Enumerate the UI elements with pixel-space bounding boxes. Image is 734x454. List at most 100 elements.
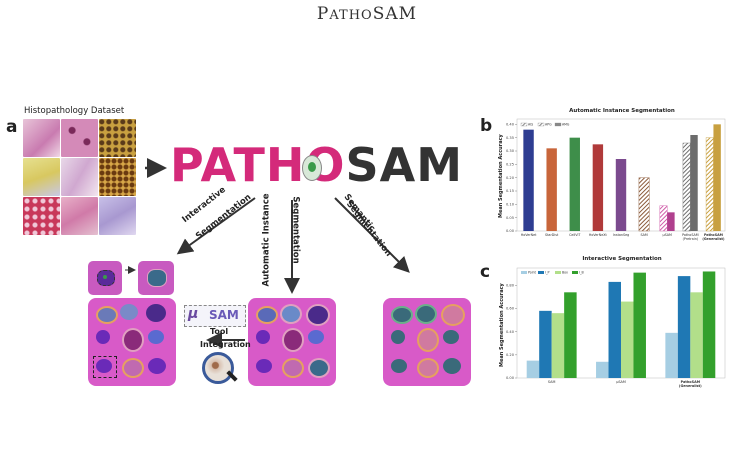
dataset-thumbnails: [23, 119, 136, 235]
bar: [615, 159, 627, 231]
label-automatic-1: Automatic Instance: [261, 193, 272, 287]
semantic-segmentation-tile: [383, 298, 471, 386]
legend-label: I_B: [579, 271, 584, 275]
y-tick-label: 0.40: [506, 330, 515, 334]
y-tick-label: 0.35: [506, 136, 514, 140]
legend-label: Box: [562, 271, 568, 275]
bar: [665, 332, 678, 378]
y-tick-label: 0.40: [506, 123, 515, 127]
legend-swatch: [555, 271, 561, 274]
interactive-prompt-tile: [88, 261, 122, 295]
x-tick-label: PathoSAM: [704, 233, 723, 237]
tissue-thumbnail: [99, 119, 136, 157]
arrow-interactive: [176, 197, 256, 255]
bar: [677, 276, 691, 378]
y-tick-label: 0.15: [506, 189, 514, 193]
bar: [702, 271, 716, 378]
bar: [690, 135, 698, 231]
x-tick-label: PathoSAM: [681, 380, 701, 384]
y-tick-label: 0.25: [506, 163, 514, 167]
x-tick-label: HoVerNeXt: [589, 233, 608, 237]
automatic-segmentation-tile: [248, 298, 336, 386]
x-tick-label: HoVerNet: [521, 233, 537, 237]
y-tick-label: 0.20: [506, 353, 515, 357]
bar: [682, 142, 691, 232]
mu-icon: μ: [188, 306, 199, 322]
logo-cell-icon: [302, 155, 322, 181]
x-tick-label: StarDist: [545, 233, 559, 237]
legend-label: AMG: [562, 123, 570, 127]
microsam-logo-box: μ SAM: [184, 305, 246, 327]
panel-a-label: a: [6, 117, 18, 137]
panel-b-label: b: [480, 116, 493, 136]
arrow-semantic: [334, 197, 410, 273]
y-tick-label: 0.00: [506, 229, 515, 233]
y-tick-label: 0.30: [506, 149, 515, 153]
tissue-thumbnail: [23, 197, 60, 235]
legend-swatch: [521, 271, 527, 274]
tissue-thumbnail: [23, 158, 60, 196]
legend-label: I_P: [545, 271, 550, 275]
bar: [667, 212, 675, 231]
bar: [551, 313, 565, 378]
y-tick-label: 0.20: [506, 176, 515, 180]
tissue-thumbnail: [23, 119, 60, 157]
x-tick-label: PathoSAM: [682, 233, 699, 237]
tissue-thumbnail: [99, 197, 136, 235]
bar: [713, 124, 721, 231]
y-tick-label: 0.60: [506, 307, 515, 311]
interactive-segmentation-tile: [88, 298, 176, 386]
tissue-thumbnail: [61, 119, 98, 157]
integration-label: Integration: [200, 340, 251, 349]
dataset-label: Histopathology Dataset: [24, 106, 125, 116]
magnifier-icon: [202, 352, 234, 384]
chart-c-title: Interactive Segmentation: [582, 256, 662, 262]
bar: [705, 137, 714, 232]
legend-swatch: [537, 122, 545, 127]
tissue-thumbnail: [61, 197, 98, 235]
bar: [564, 292, 577, 378]
bar: [596, 361, 609, 378]
legend-label: APG: [545, 123, 552, 127]
bar: [608, 281, 621, 378]
page-title: PATHOSAM: [316, 4, 418, 24]
y-tick-label: 0.05: [506, 216, 514, 220]
x-tick-label: μSAM: [663, 233, 673, 237]
y-tick-label: 0.00: [506, 376, 515, 380]
bar: [633, 272, 646, 378]
x-tick-label: CellViT: [569, 233, 581, 237]
legend-swatch: [572, 271, 578, 274]
legend-swatch: [538, 271, 544, 274]
y-tick-label: 0.10: [506, 203, 515, 207]
legend-swatch: [554, 122, 562, 127]
bar: [523, 129, 534, 231]
bar: [539, 310, 552, 378]
x-tick-label: SAM: [548, 380, 556, 384]
label-automatic-2: Segmentation: [290, 196, 301, 264]
bar: [526, 360, 540, 378]
microsam-text: SAM: [209, 308, 239, 322]
x-tick-label: μSAM: [616, 380, 626, 384]
y-tick-label: 0.80: [506, 284, 515, 288]
tool-label: Tool: [210, 327, 229, 336]
x-tick-label: SAM: [640, 233, 647, 237]
panel-c-label: c: [480, 262, 491, 282]
legend-swatch: [520, 122, 528, 127]
chart-b-title: Automatic Instance Segmentation: [569, 108, 675, 114]
bar: [690, 292, 703, 378]
tissue-thumbnail: [61, 158, 98, 196]
tissue-thumbnail: [99, 158, 136, 196]
bar: [638, 177, 650, 232]
bar: [569, 137, 580, 231]
x-tick-label: InstanSeg: [613, 233, 629, 237]
bar: [659, 205, 668, 232]
x-tick-label: (Pretrain): [683, 237, 699, 241]
logo-sam-text: SAM: [345, 138, 464, 192]
x-tick-label: (Generalist): [702, 237, 725, 241]
legend-label: AIS: [528, 123, 533, 127]
bar: [546, 148, 557, 231]
x-tick-label: (Generalist): [679, 384, 702, 388]
interactive-result-tile: [138, 261, 174, 295]
